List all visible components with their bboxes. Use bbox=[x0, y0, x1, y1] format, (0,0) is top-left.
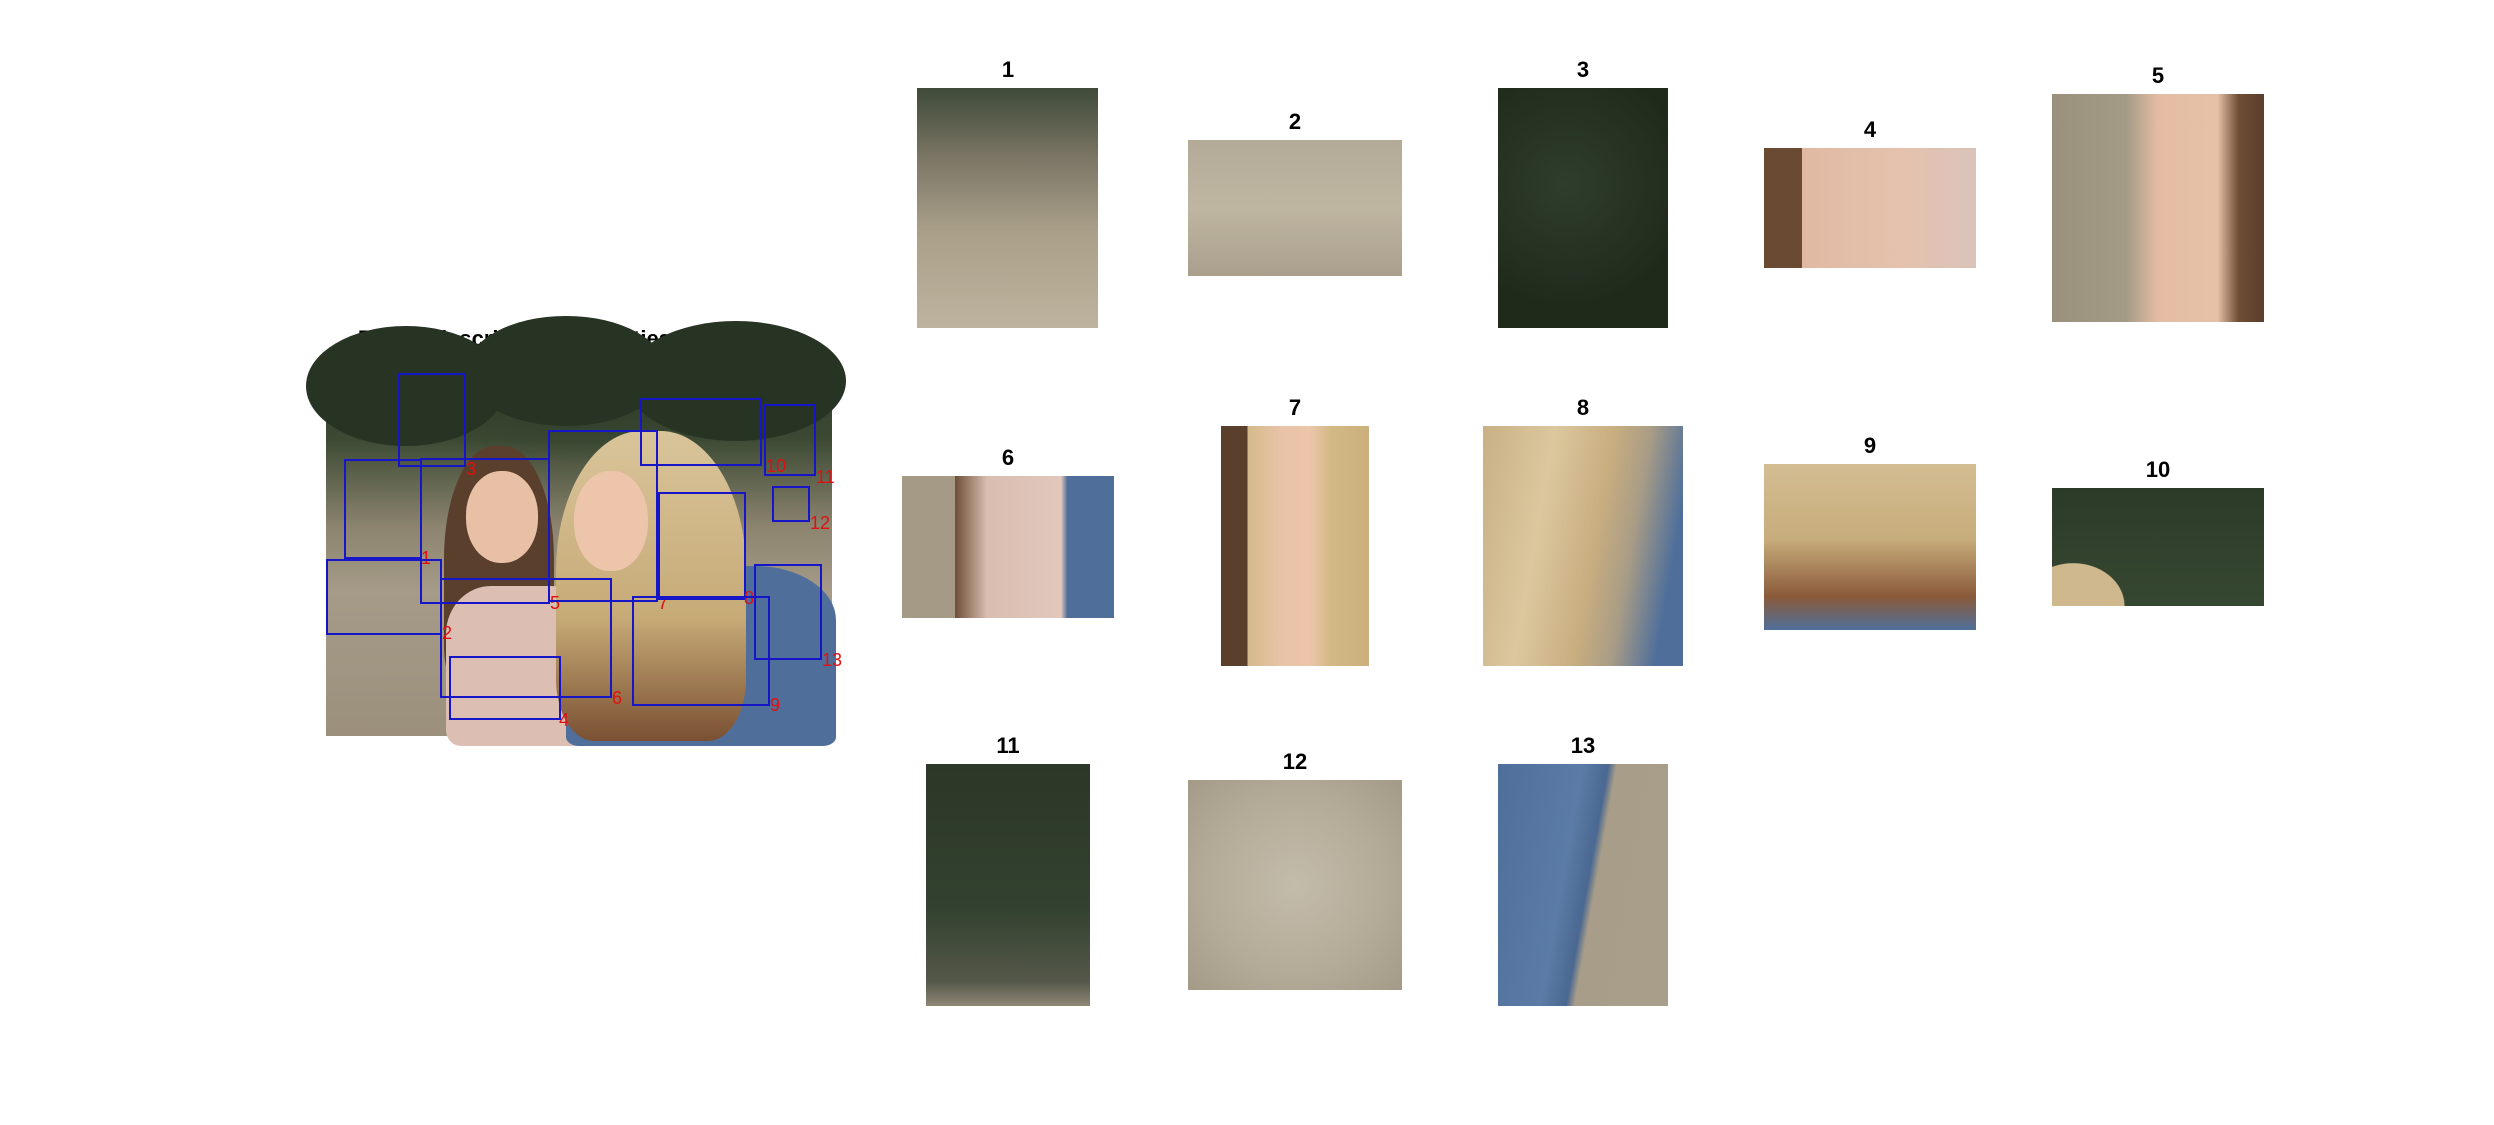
crop-7-face bbox=[1221, 426, 1369, 666]
bbox-4[interactable] bbox=[449, 656, 561, 720]
bbox-12[interactable] bbox=[772, 486, 810, 522]
crop-11-trees bbox=[926, 764, 1090, 1006]
crop-title-5: 5 bbox=[2151, 63, 2165, 88]
crop-title-1: 1 bbox=[1001, 57, 1015, 82]
bbox-label: 2 bbox=[442, 623, 453, 643]
crop-12-grass bbox=[1188, 780, 1402, 990]
crop-6-lace-denim bbox=[902, 476, 1114, 618]
bbox-label: 9 bbox=[770, 695, 781, 715]
brunette-face bbox=[466, 471, 538, 563]
bbox-label: 3 bbox=[466, 459, 477, 479]
crop-title-13: 13 bbox=[1570, 733, 1596, 758]
blonde-face bbox=[574, 471, 648, 571]
crop-5-face bbox=[2052, 94, 2264, 322]
bbox-label: 12 bbox=[810, 513, 831, 533]
bbox-label: 1 bbox=[421, 548, 432, 568]
bbox-label: 5 bbox=[550, 593, 561, 613]
bbox-10[interactable] bbox=[640, 398, 762, 466]
bbox-label: 8 bbox=[744, 588, 755, 608]
crop-13-denim bbox=[1498, 764, 1668, 1006]
crop-title-2: 2 bbox=[1288, 109, 1302, 134]
crop-title-11: 11 bbox=[996, 733, 1020, 758]
crop-8-hair bbox=[1483, 426, 1683, 666]
crop-title-12: 12 bbox=[1282, 749, 1308, 774]
crop-10-trees-hair bbox=[2052, 488, 2264, 606]
crop-1-grass bbox=[917, 88, 1098, 328]
crop-title-6: 6 bbox=[1001, 445, 1015, 470]
crop-title-4: 4 bbox=[1863, 117, 1877, 142]
bbox-label: 7 bbox=[658, 593, 669, 613]
bbox-label: 6 bbox=[612, 688, 623, 708]
bbox-label: 10 bbox=[766, 456, 787, 476]
crop-9-hair-denim bbox=[1764, 464, 1976, 630]
bbox-label: 4 bbox=[559, 710, 570, 730]
crop-title-9: 9 bbox=[1863, 433, 1877, 458]
crop-2-grass bbox=[1188, 140, 1402, 276]
bbox-9[interactable] bbox=[632, 596, 770, 706]
crop-title-10: 10 bbox=[2145, 457, 2171, 482]
bbox-label: 13 bbox=[822, 650, 843, 670]
crop-title-8: 8 bbox=[1576, 395, 1590, 420]
bbox-13[interactable] bbox=[754, 564, 822, 660]
bbox-3[interactable] bbox=[398, 373, 466, 467]
bbox-11[interactable] bbox=[764, 404, 816, 476]
scene-image: 3 1 2 5 6 4 7 8 9 10 11 12 13 bbox=[306, 316, 846, 746]
tree-shape bbox=[626, 321, 846, 441]
crop-3-trees bbox=[1498, 88, 1668, 328]
crop-4-shoulder bbox=[1764, 148, 1976, 268]
bbox-label: 11 bbox=[816, 467, 835, 487]
bbox-7[interactable] bbox=[548, 430, 658, 602]
bbox-6[interactable] bbox=[440, 578, 612, 698]
bbox-8[interactable] bbox=[658, 492, 746, 600]
crop-title-7: 7 bbox=[1288, 395, 1302, 420]
bbox-1[interactable] bbox=[344, 459, 422, 559]
crop-title-3: 3 bbox=[1576, 57, 1590, 82]
